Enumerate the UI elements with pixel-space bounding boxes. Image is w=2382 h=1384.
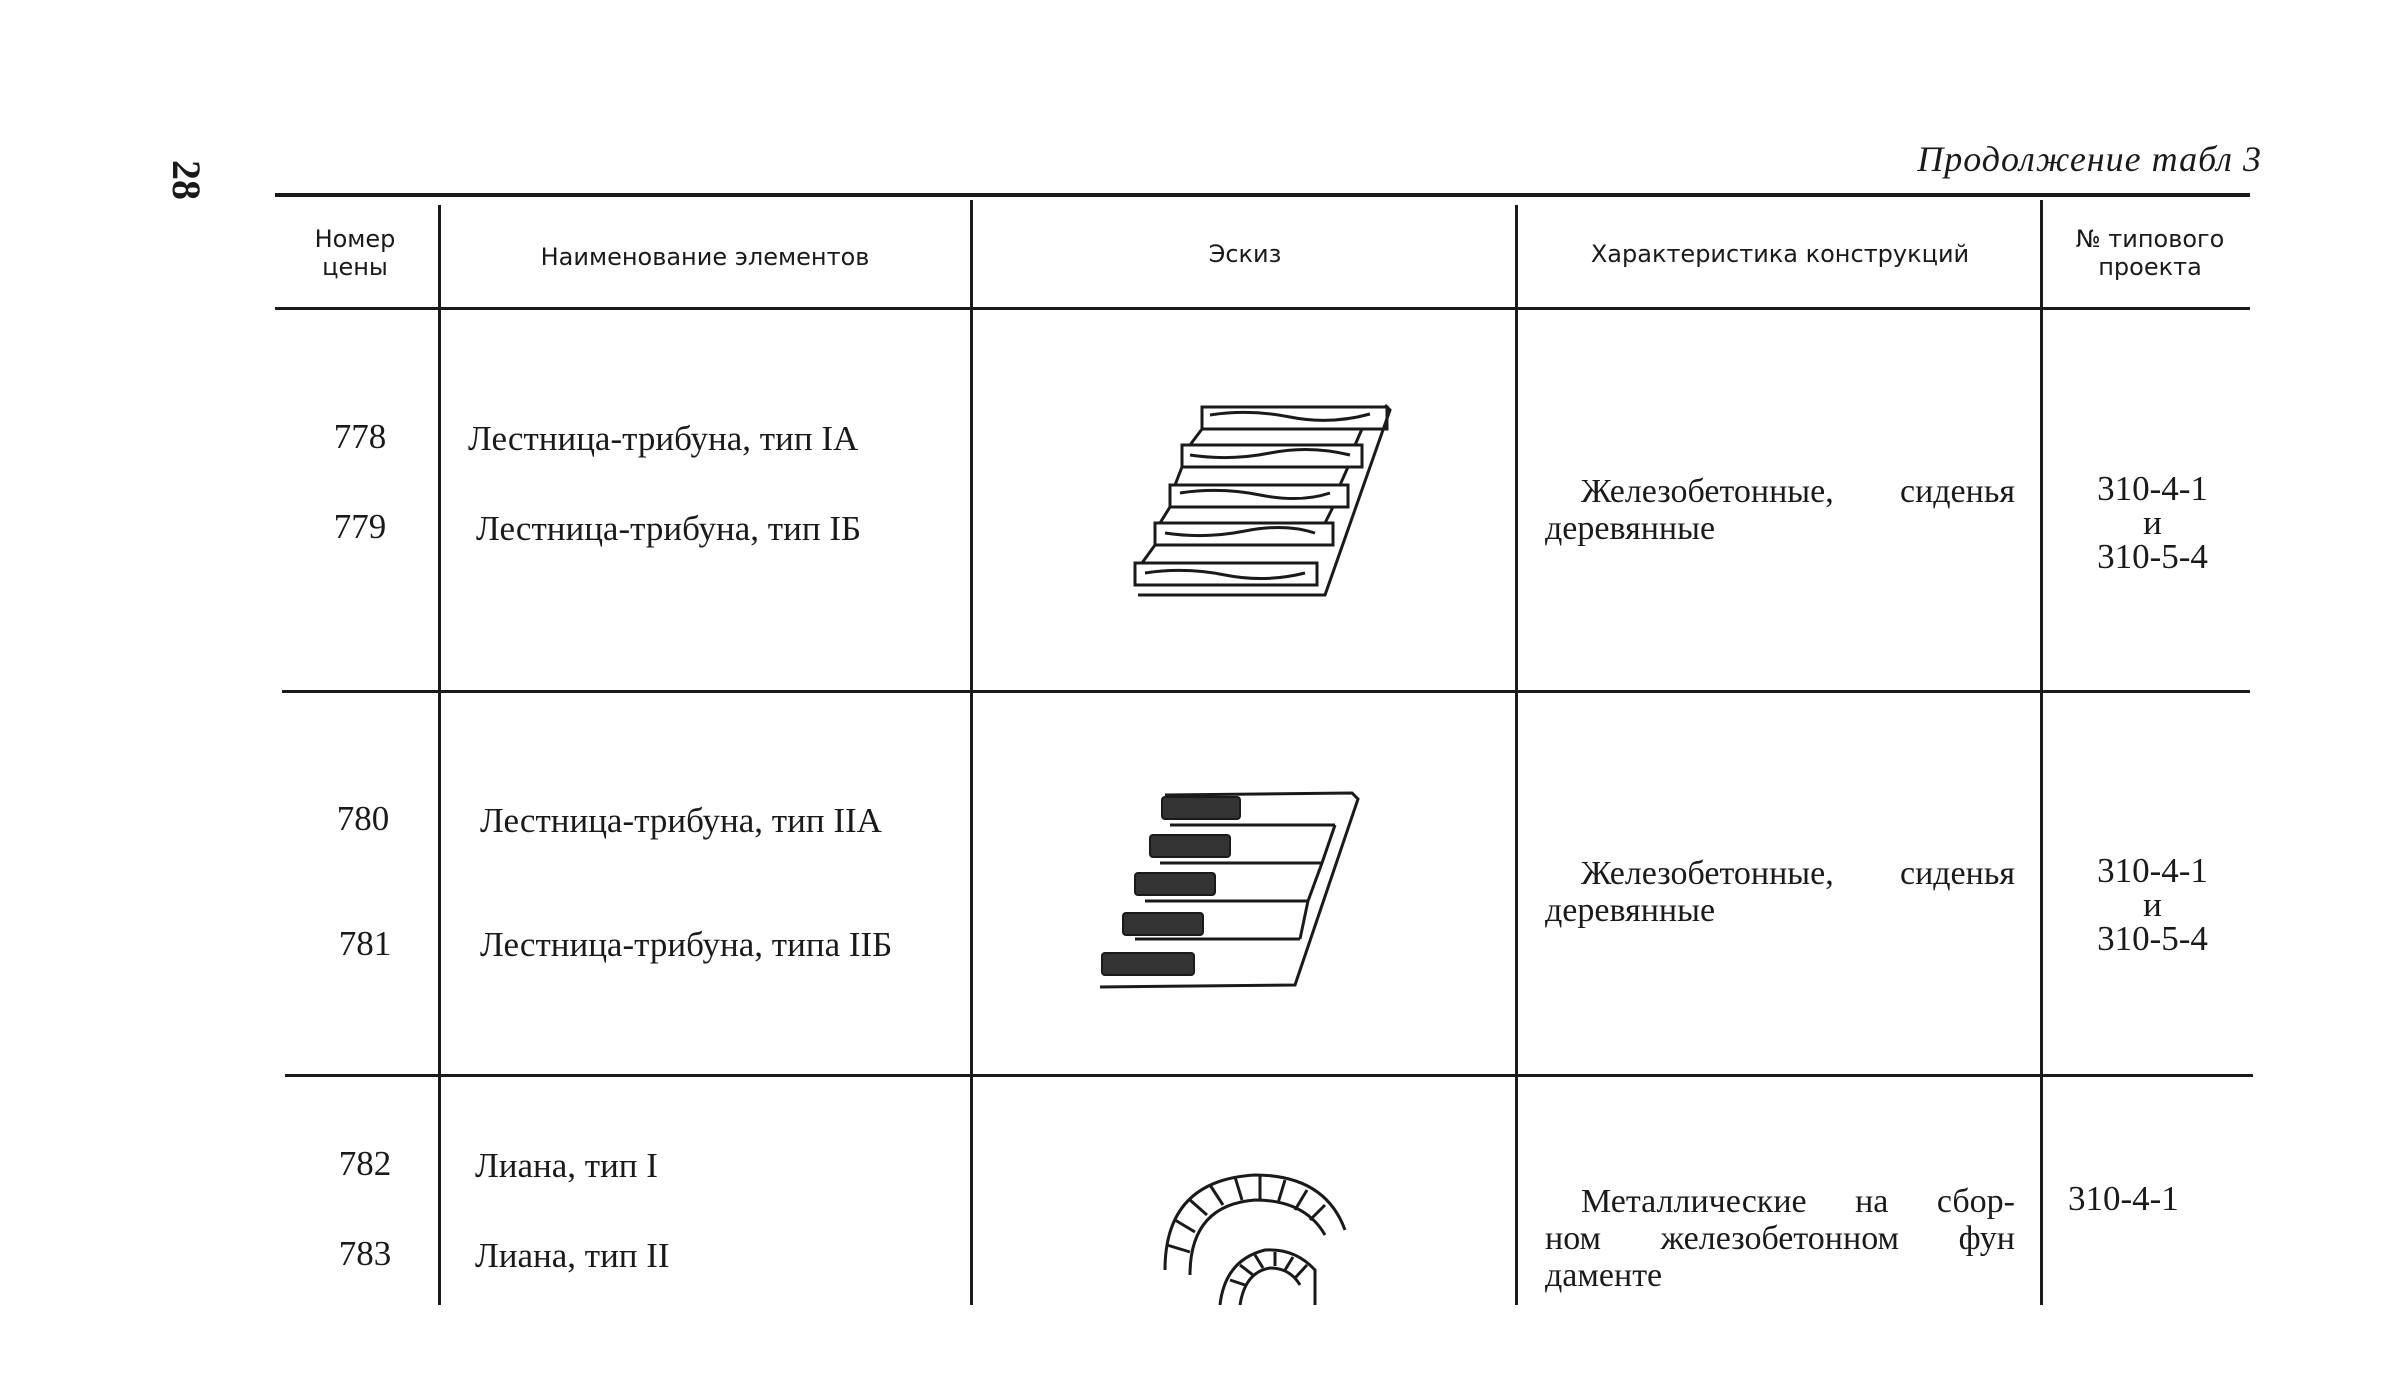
column-divider-2 [970, 200, 973, 1305]
element-name: Лестница-трибуна, тип IIА [480, 801, 882, 840]
project-number: 310-4-1 и 310-5-4 [2055, 852, 2250, 958]
header-characteristic: Характеристика конструкций [1590, 240, 1970, 268]
column-divider-4 [2040, 200, 2043, 1305]
project-line: и [2143, 503, 2162, 542]
project-number: 310-4-1 и 310-5-4 [2055, 470, 2250, 576]
header-project: № типового проекта [2075, 225, 2225, 281]
page-number: 28 [164, 160, 209, 200]
characteristic-line: Железобетонные, сиденья [1581, 473, 2015, 510]
price-number: 780 [336, 799, 390, 838]
header-name: Наименование элементов [540, 243, 870, 271]
element-name: Лестница-трибуна, тип IА [468, 419, 859, 458]
element-name: Лестница-трибуна, типа IIБ [480, 925, 893, 964]
characteristic-line: даменте [1545, 1257, 1663, 1294]
stair-stand-icon [1133, 403, 1392, 597]
table-top-rule [275, 193, 2250, 197]
continuation-label: Продолжение табл 3 [1917, 139, 2262, 179]
element-name: Лиана, тип II [475, 1236, 670, 1275]
header-number: Номер цены [314, 225, 396, 281]
element-name: Лиана, тип I [475, 1146, 658, 1185]
row-divider-2 [285, 1074, 2253, 1077]
price-number: 782 [338, 1144, 392, 1183]
header-bottom-rule [275, 307, 2250, 310]
construction-characteristic: Железобетонные, сиденья деревянные [1545, 473, 2015, 547]
header-sketch: Эскиз [1208, 240, 1282, 268]
price-number: 781 [338, 924, 392, 963]
construction-characteristic: Металлические на сбор- ном железобетонно… [1545, 1183, 2015, 1294]
element-name: Лестница-трибуна, тип IБ [476, 509, 862, 548]
column-divider-3 [1515, 205, 1518, 1305]
price-number: 778 [333, 417, 387, 456]
project-line: 310-5-4 [2097, 537, 2208, 576]
characteristic-line: деревянные [1545, 510, 1716, 547]
stair-stand-icon [1099, 791, 1360, 989]
price-number: 783 [338, 1234, 392, 1273]
project-line: 310-4-1 [2097, 469, 2208, 508]
construction-characteristic: Железобетонные, сиденья деревянные [1545, 855, 2015, 929]
characteristic-line: ном железобетонном фун [1545, 1220, 2015, 1257]
row-divider-1 [282, 690, 2250, 693]
arch-ladder-icon [1163, 1173, 1347, 1306]
characteristic-line: Металлические на сбор- [1581, 1183, 2015, 1220]
price-number: 779 [333, 507, 387, 546]
project-line: и [2143, 885, 2162, 924]
characteristic-line: деревянные [1545, 892, 1716, 929]
project-line: 310-4-1 [2097, 851, 2208, 890]
column-divider-1 [438, 205, 441, 1305]
project-number: 310-4-1 [2068, 1179, 2179, 1218]
project-line: 310-5-4 [2097, 919, 2208, 958]
characteristic-line: Железобетонные, сиденья [1581, 855, 2015, 892]
